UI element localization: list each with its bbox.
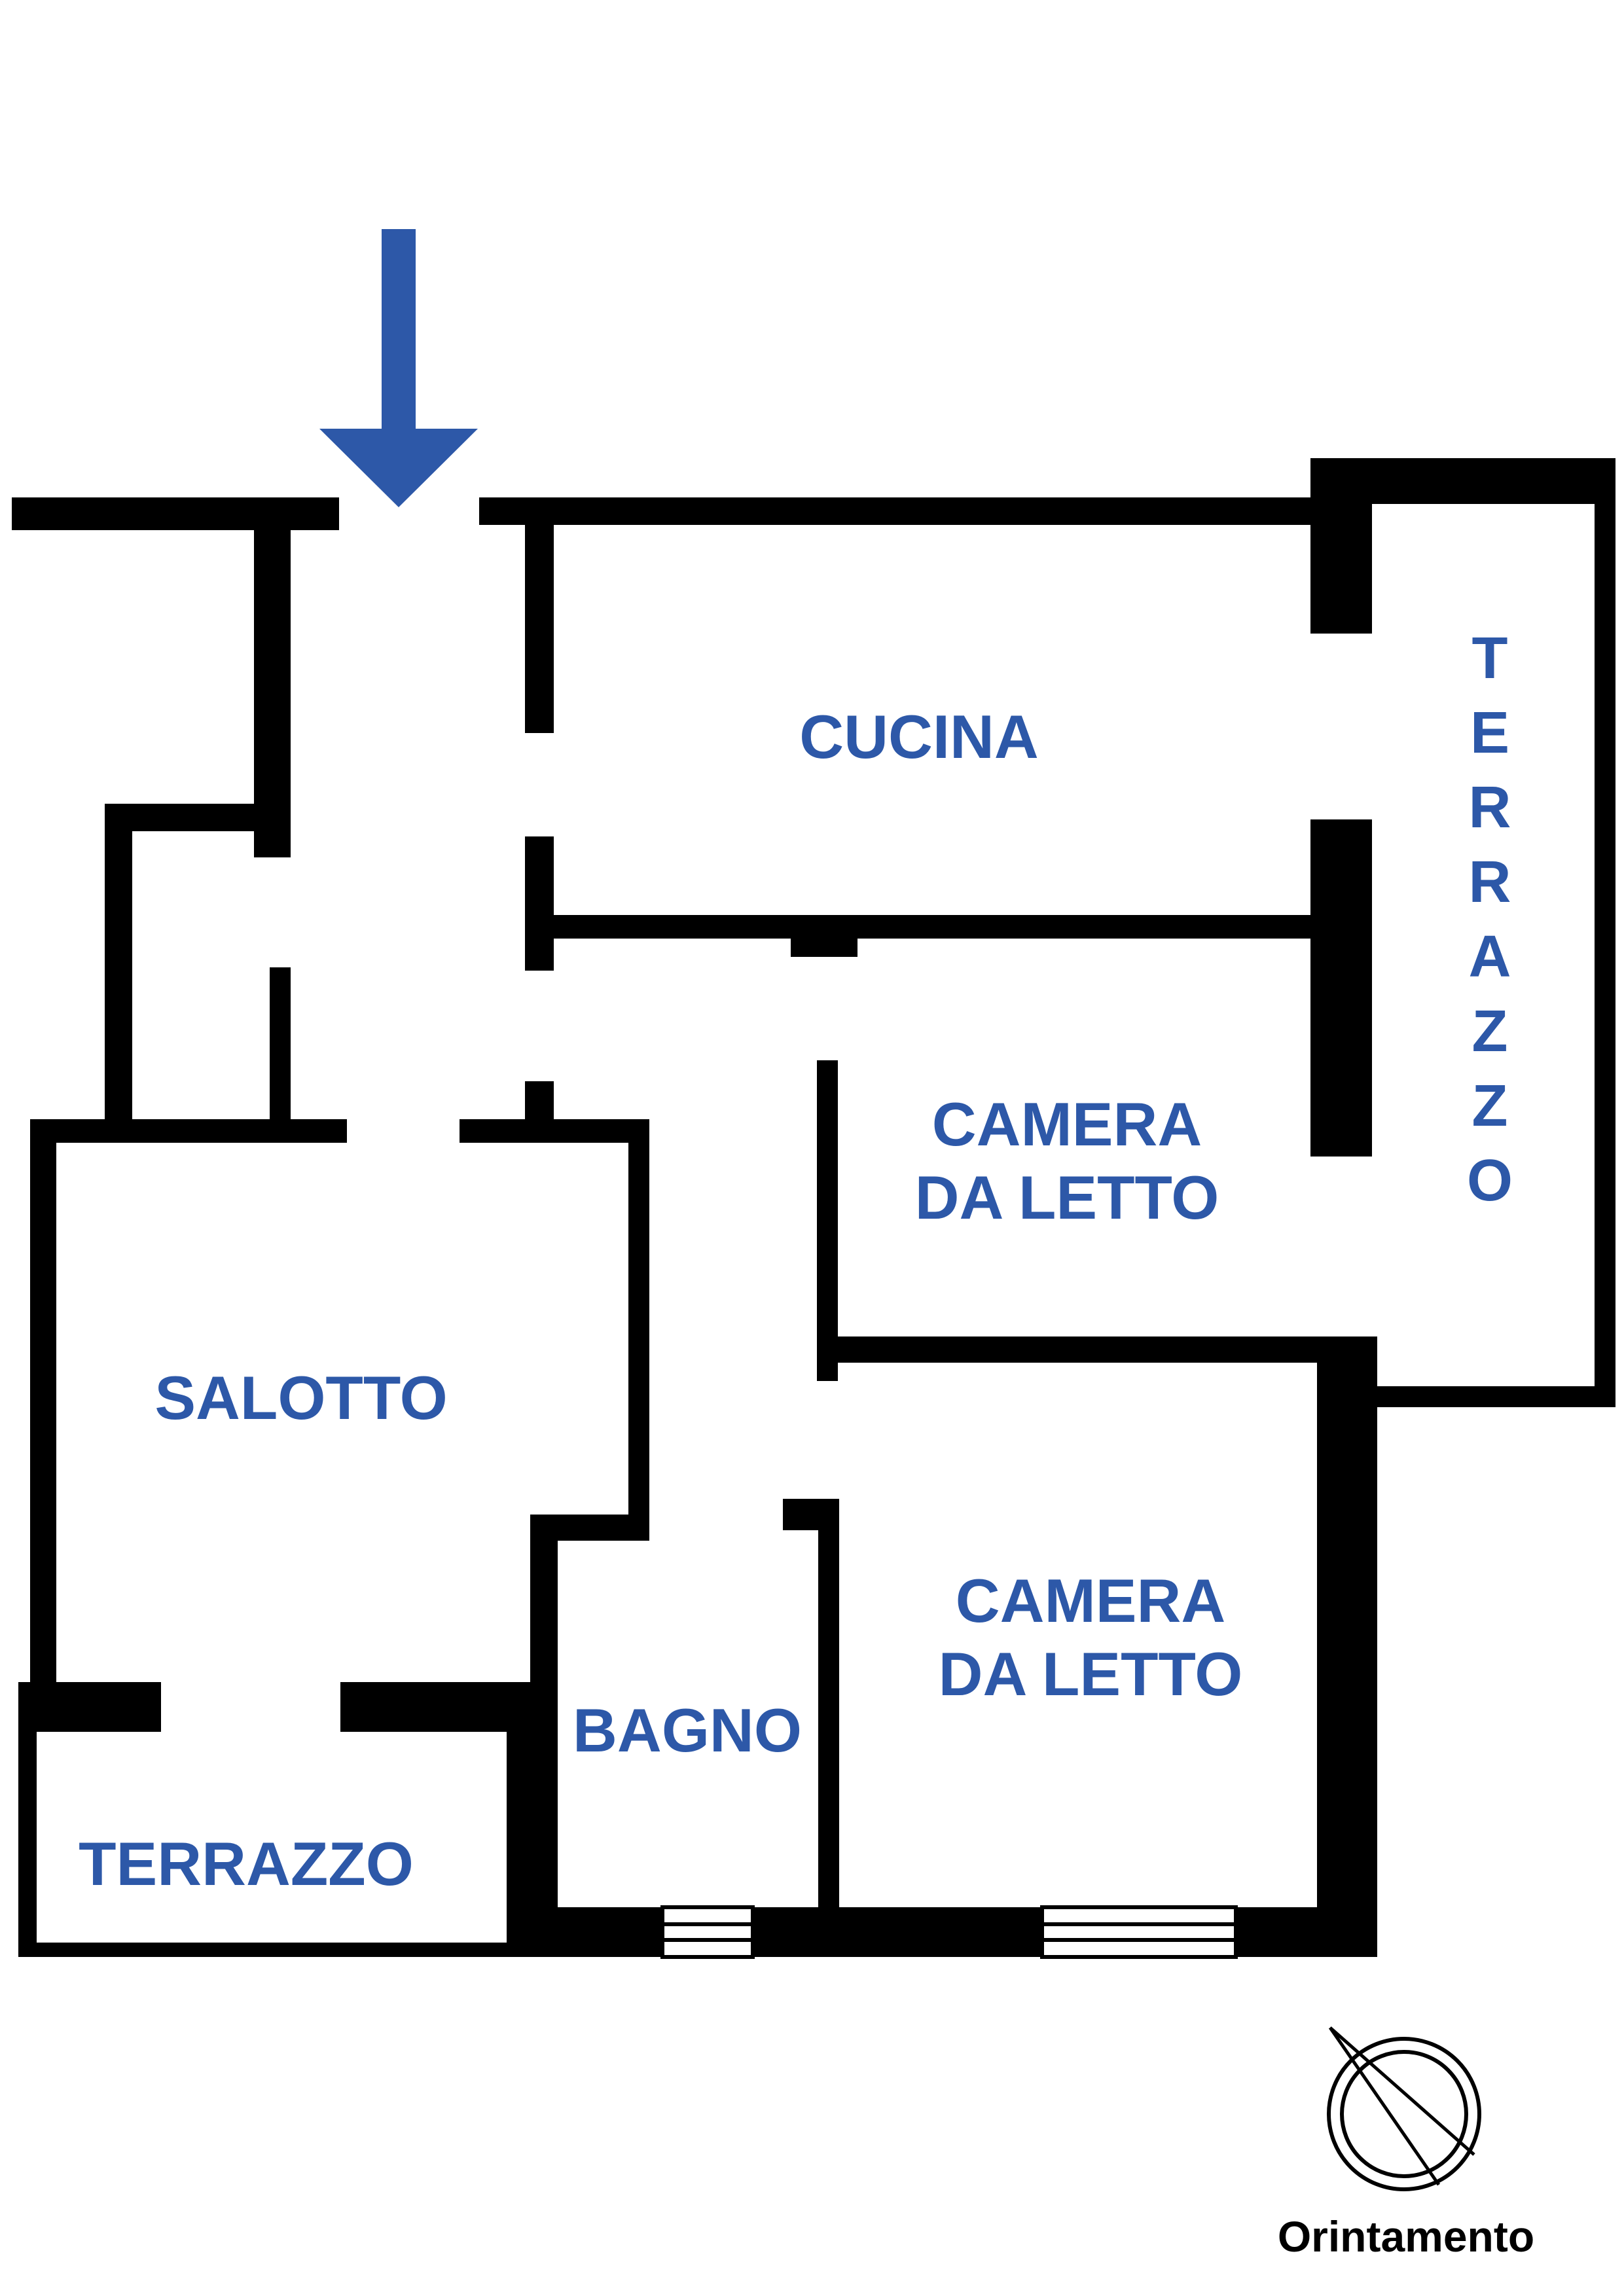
terrazzo-letter: T bbox=[1472, 626, 1508, 691]
terrazzo-letter: Z bbox=[1472, 1073, 1508, 1139]
terrazzo-letter: A bbox=[1469, 924, 1511, 990]
label-camera-2-line-1: CAMERA bbox=[956, 1566, 1226, 1635]
label-bagno: BAGNO bbox=[573, 1696, 802, 1765]
terrazzo-letter: Z bbox=[1472, 999, 1508, 1064]
label-camera-1-line-1: CAMERA bbox=[932, 1090, 1202, 1158]
compass-label: Orintamento bbox=[1278, 2212, 1534, 2261]
entrance-arrow-icon bbox=[319, 229, 478, 507]
terrazzo-letter: O bbox=[1467, 1148, 1513, 1213]
label-terrazzo-east: T E R R A Z Z O bbox=[1467, 626, 1513, 1213]
label-camera-2-line-2: DA LETTO bbox=[939, 1640, 1243, 1708]
window-bagno bbox=[660, 1905, 755, 1959]
terrazzo-letter: E bbox=[1470, 700, 1509, 766]
terrazzo-letter: R bbox=[1469, 850, 1511, 915]
label-salotto: SALOTTO bbox=[154, 1363, 447, 1432]
window-camera bbox=[1040, 1905, 1238, 1959]
label-cucina: CUCINA bbox=[799, 702, 1039, 771]
compass-icon bbox=[1327, 2026, 1481, 2191]
label-camera-1-line-2: DA LETTO bbox=[915, 1163, 1219, 1232]
walls bbox=[12, 458, 1615, 1957]
label-terrazzo-south: TERRAZZO bbox=[79, 1829, 414, 1898]
terrazzo-letter: R bbox=[1469, 775, 1511, 840]
